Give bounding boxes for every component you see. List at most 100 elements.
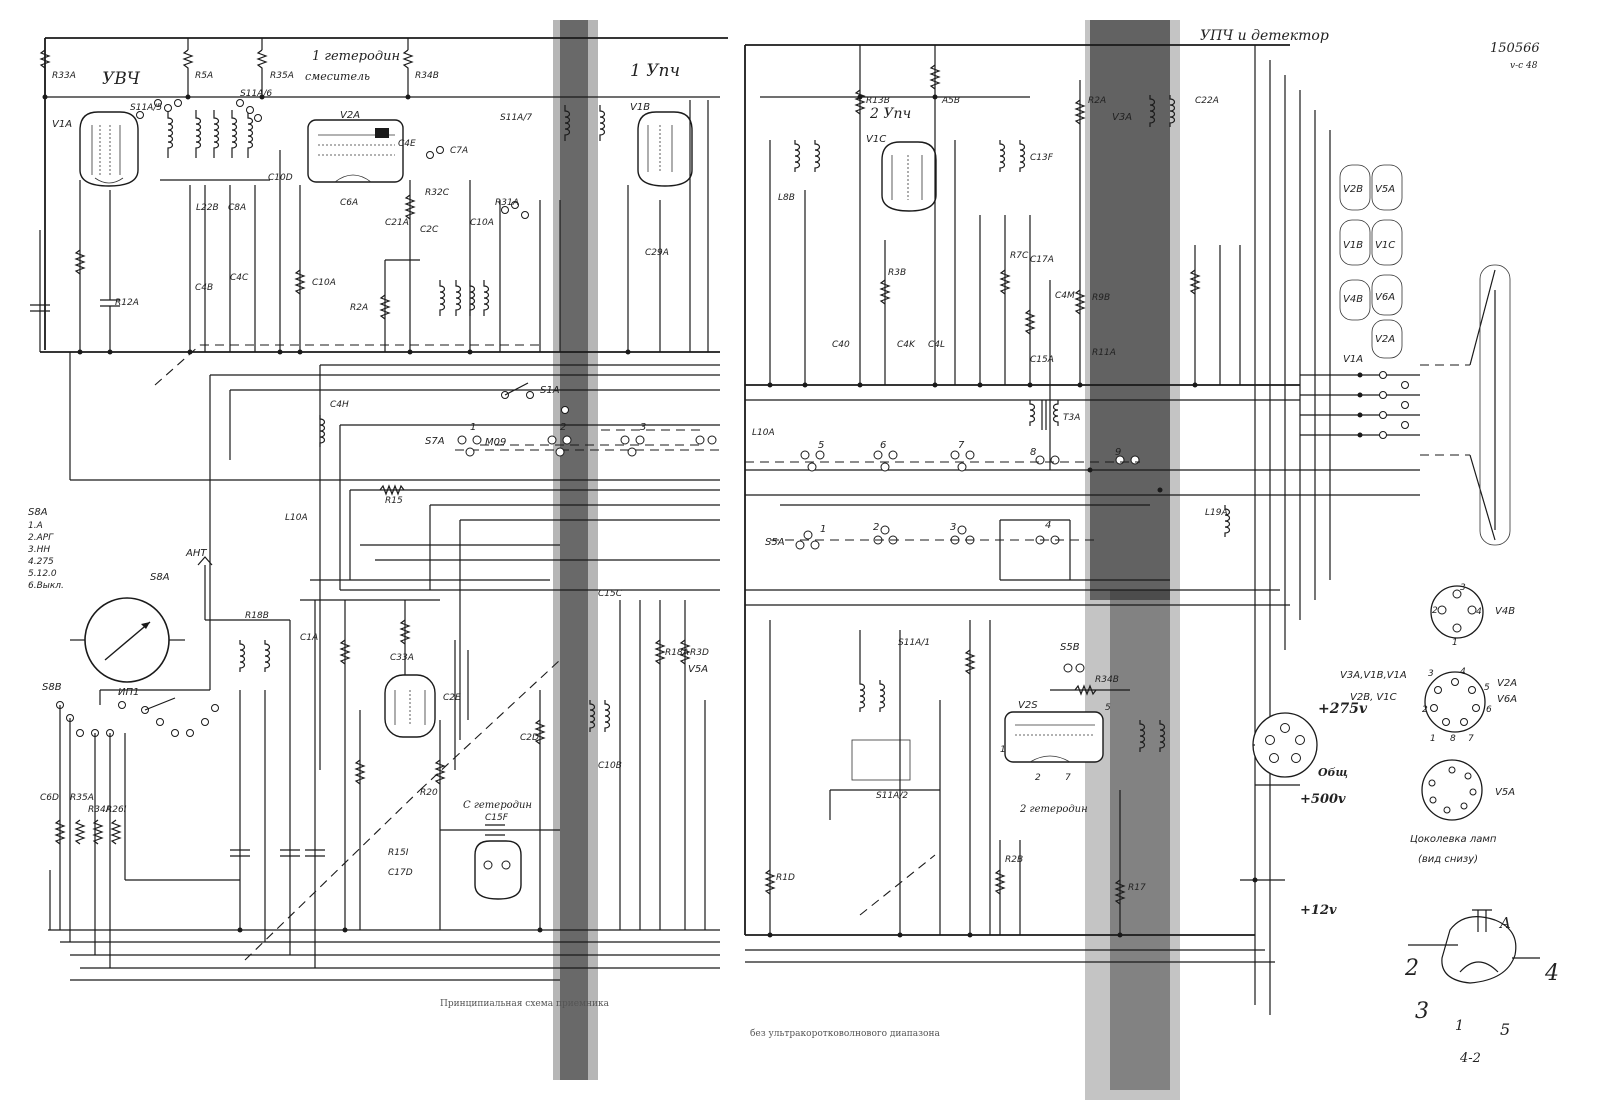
label-r13b: R13B [866,96,890,106]
label-r3b: R3B [888,268,906,278]
s7b-contact-6: 6 [880,440,886,451]
handwritten-top-right-small: v-c 48 [1510,61,1538,71]
junction-nodes [42,94,1363,938]
supply-500: +500v [1300,792,1346,807]
label-l10a-right: L10A [752,428,775,438]
panel-v1c: V1C [1375,240,1395,251]
s7b-contact-8: 8 [1030,447,1036,458]
s7a-contact-3: 3 [640,422,646,433]
handwritten-top-center: УПЧ и детектор [1200,28,1329,44]
sketch-label-5: 5 [1500,1020,1510,1039]
s1a-label: S1A [540,385,560,396]
s8a-title: S8A [28,507,48,518]
label-c27a: C2E [443,693,461,703]
socket-7pin-7: 7 [1468,734,1474,744]
tube-label-v1c: V1C [866,134,886,145]
s8a-pos-5: 5.12.0 [28,569,57,579]
supply-12: +12v [1300,903,1337,918]
panel-v1b: V1B [1343,240,1363,251]
label-c4b: R12A [115,298,139,308]
label-l10a: C4H [330,400,349,410]
right-switch-upper [745,450,1140,472]
label-r2b: R2B [1005,855,1023,865]
tube-v1a [79,111,139,187]
socket-7pin-5: 5 [1484,683,1490,693]
tube-label-v1a: V1A [52,119,72,130]
label-r34b: R34B [415,71,439,81]
left-mid-wires [30,100,709,352]
s8a-pos-3: 3.НН [28,545,50,555]
handwritten-uvch: УВЧ [102,69,141,89]
socket-v4b-pin-3: 3 [1460,583,1466,593]
handwritten-1-upch: 1 Упч [630,61,680,81]
label-c8a-top: L22B [196,203,219,213]
label-s11a6: S11A/6 [240,89,272,99]
m09-label: M09 [485,437,506,448]
tube-sketch [1408,909,1540,984]
handwritten-bottom-tube: С гетеродин [463,800,532,811]
s7a-contact-1: 1 [470,422,476,433]
label-s11a2: S11A/2 [876,791,908,801]
label-r4a: C4C [230,273,249,283]
s5a-contact-4: 4 [1045,520,1051,531]
label-c13f: C13F [1030,153,1054,163]
label-r26i: R34A [88,805,112,815]
handwritten-top-right-number: 150566 [1490,41,1540,56]
sketch-label-4: 4 [1544,961,1559,986]
label-c17a: C17A [1030,255,1054,265]
label-c4c: C4B [195,283,213,293]
right-component-labels: R13B A5B R2A C22A L8B C13F R3B C40 C4K C… [752,96,1228,893]
socket-legend-title: Цоколевка ламп [1410,834,1497,845]
tube-v2a [307,119,404,183]
left-coil-block [160,110,281,352]
sketch-label-1: 1 [1455,1018,1464,1034]
s5a-contact-2: 2 [873,522,879,533]
label-r15a: R20 [420,788,438,798]
label-c7a: C4E [398,139,416,149]
label-r9b: R9B [1092,293,1110,303]
label-c22a: C22A [1195,96,1219,106]
tube-label-v5a-left: V5A [688,664,708,675]
s7a-contact-2: 2 [560,422,566,433]
socket-7pin-2: 2 [1422,705,1428,715]
right-lower-coils [764,620,1166,935]
label-c10d: C8A [228,203,246,213]
panel-v2a: V2A [1375,334,1395,345]
s8a-pos-4: 4.275 [28,557,54,567]
socket-v5a [1421,759,1483,821]
handwritten-1-mixer: 1 гетеродин [312,49,400,64]
socket-7pin-1: 1 [1430,734,1436,744]
label-c4h: C29A [645,248,669,258]
sketch-label-3: 3 [1415,999,1429,1024]
left-top-resistors [39,38,414,97]
right-top-coils [794,95,1176,172]
sketch-label-2: 2 [1404,956,1419,981]
s5a-label: S5A [765,537,785,548]
s5a-contact-3: 3 [950,522,956,533]
s5b-label: S5B [1060,642,1080,653]
label-r2a: C10A [312,278,336,288]
s7b-contact-9: 9 [1115,447,1121,458]
label-r17a: R3D [690,648,709,658]
tube-v1c [881,141,937,212]
label-r18b: R15 [385,496,403,506]
s8a-pos-6: 6.Выкл. [28,581,64,591]
supply-275: +275v [1318,701,1368,717]
label-c17d: R15I [388,848,409,858]
label-c4m: C4M [1055,291,1075,301]
switch-s8b [56,697,240,968]
label-c4d: C10D [268,173,293,183]
label-r7k: R2A [350,303,368,313]
left-dashed-links [154,344,720,961]
s7b-contact-7: 7 [958,440,965,451]
label-t3a: T3A [1063,413,1080,423]
label-r3d: R18A [665,648,689,658]
label-r34a: R35A [70,793,94,803]
socket-v4b-label: V4B [1495,606,1515,617]
handwritten-bottom-right: 4-2 [1459,1051,1481,1066]
label-v2s-pin-1: 1 [1000,745,1006,755]
tube-bottom-left-2 [440,824,560,900]
handwritten-v2b-note: 2 гетеродин [1019,804,1088,815]
socket-legend-subtitle: (вид снизу) [1418,854,1478,865]
